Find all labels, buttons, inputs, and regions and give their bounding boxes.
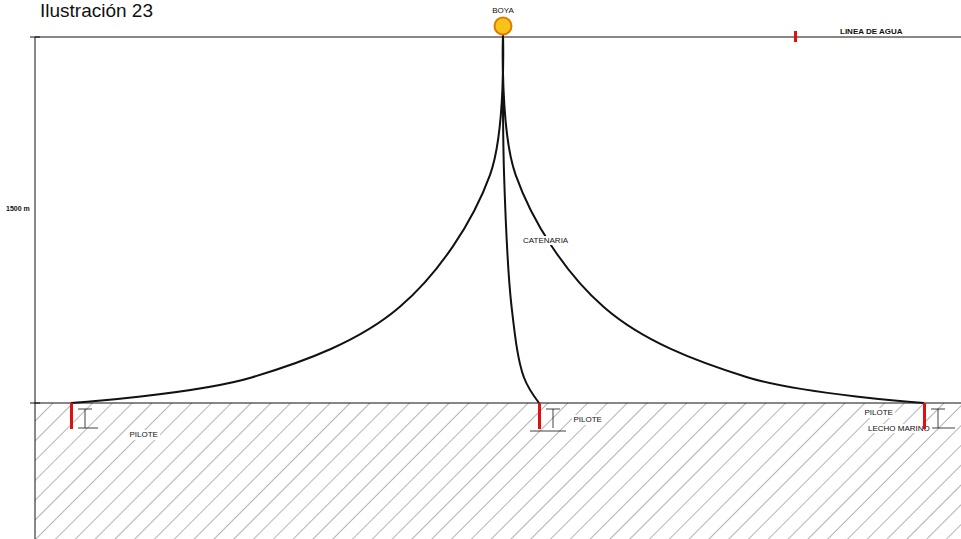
buoy-symbol [493, 16, 513, 36]
buoy-label: BOYA [492, 6, 514, 16]
edge-label: CATENARIA [521, 236, 570, 245]
water-line-label: LINEA DE AGUA [838, 27, 905, 36]
pile: PILOTE [70, 403, 73, 429]
pile-label: PILOTE [128, 430, 160, 440]
seabed-line [35, 402, 961, 403]
seabed-hatching [35, 403, 961, 539]
dimension-tick [30, 403, 40, 404]
water-mark [794, 31, 797, 42]
buoy: BOYA [492, 6, 514, 36]
depth-dimension: 1500 m [4, 205, 32, 212]
pile: PILOTE [923, 403, 926, 429]
pile-dimension-marks [78, 409, 955, 431]
water-line [35, 36, 961, 37]
dimension-line [35, 37, 36, 539]
pile-label: PILOTE [863, 408, 895, 418]
catenary-line [503, 35, 539, 403]
figure-title: Ilustración 23 [40, 0, 153, 22]
pile: PILOTE [538, 403, 541, 429]
catenary-line [71, 35, 503, 403]
pile-label: PILOTE [572, 415, 604, 425]
dimension-tick [30, 37, 40, 38]
catenary-line [503, 35, 924, 403]
